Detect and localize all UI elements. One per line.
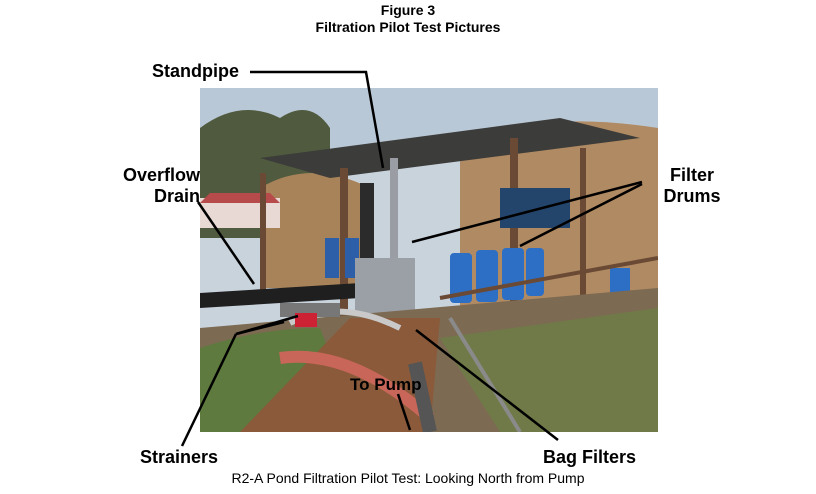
- strainers-label: Strainers: [140, 447, 219, 467]
- bag-filters-pointer-line: [415, 329, 559, 441]
- overflow-drain-label: Overflow Drain: [118, 165, 200, 207]
- standpipe-label: Standpipe: [152, 61, 240, 81]
- overflow-drain-line2: Drain: [153, 186, 200, 206]
- figure-caption: R2-A Pond Filtration Pilot Test: Looking…: [231, 470, 585, 486]
- filter-drums-line1: Filter: [669, 165, 714, 185]
- to-pump-label: To Pump: [350, 375, 422, 394]
- strainers-pointer-line-3: [235, 320, 285, 336]
- overflow-drain-line1: Overflow: [122, 165, 200, 185]
- figure-title: Filtration Pilot Test Pictures: [315, 19, 501, 35]
- standpipe-pointer-line: [250, 70, 385, 169]
- pilot-test-photo: [200, 88, 658, 432]
- strainers-pointer-line-1: [180, 333, 238, 447]
- overflow-drain-pointer-line: [196, 201, 256, 285]
- filter-drums-pointer-line-2: [519, 182, 643, 248]
- bag-filters-label: Bag Filters: [543, 447, 637, 467]
- filter-drums-pointer-line-1: [411, 180, 643, 244]
- filter-drums-line2: Drums: [663, 186, 721, 206]
- to-pump-pointer-line: [396, 393, 412, 431]
- filter-drums-label: Filter Drums: [656, 165, 728, 207]
- figure-number: Figure 3: [380, 2, 436, 18]
